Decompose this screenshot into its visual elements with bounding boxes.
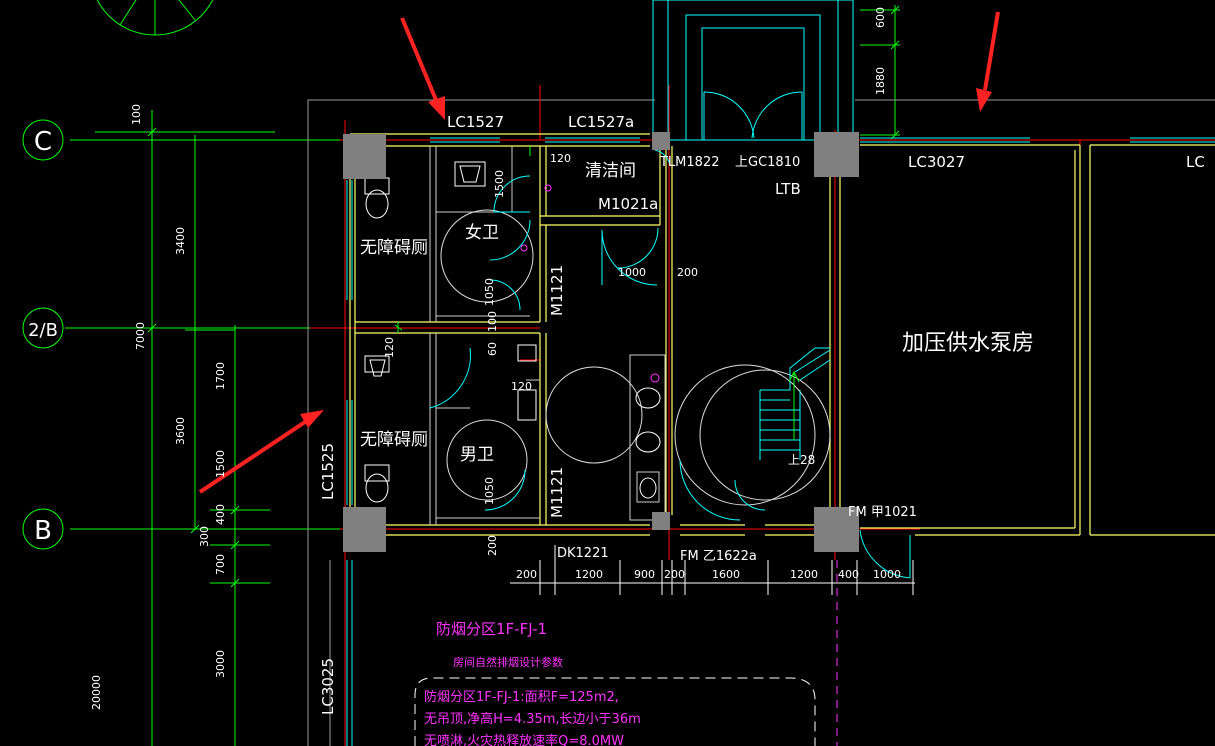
door-label-m1121-bottom: M1121 bbox=[548, 467, 566, 518]
smoke-zone-outline bbox=[414, 677, 816, 746]
room-label-pump: 加压供水泵房 bbox=[902, 331, 1034, 356]
green-markers bbox=[394, 146, 531, 333]
room-label-men-wc: 男卫 bbox=[460, 445, 494, 465]
structural-columns bbox=[343, 132, 859, 552]
dim-700: 700 bbox=[214, 554, 227, 575]
dim-inner-1050a: 1050 bbox=[483, 278, 496, 306]
axis-lines bbox=[65, 5, 900, 746]
axis-bubble-2b bbox=[22, 307, 64, 349]
axis-label-c: C bbox=[34, 127, 52, 157]
window-label-lc1527: LC1527 bbox=[447, 113, 504, 131]
wc-partitions bbox=[429, 146, 666, 525]
annotation-arrow-2 bbox=[976, 11, 1000, 112]
dim-7000: 7000 bbox=[134, 322, 147, 350]
dim-1700: 1700 bbox=[214, 362, 227, 390]
dim-bottom-1600: 1600 bbox=[712, 568, 740, 581]
dim-inner-60: 60 bbox=[486, 342, 499, 356]
dim-600: 600 bbox=[874, 7, 887, 28]
window-label-lc3025: LC3025 bbox=[319, 658, 337, 715]
stair-flight bbox=[759, 347, 831, 460]
dim-inner-120a: 120 bbox=[550, 152, 571, 165]
stair-entrance-doors bbox=[703, 91, 803, 140]
room-label-accessible-wc-top: 无障碍厕 bbox=[360, 238, 428, 258]
dim-1500: 1500 bbox=[214, 450, 227, 478]
room-label-women-wc: 女卫 bbox=[465, 223, 499, 243]
window-marks bbox=[346, 137, 1215, 746]
annotation-arrow-1 bbox=[400, 17, 445, 120]
dim-bottom-200a: 200 bbox=[516, 568, 537, 581]
dim-3400: 3400 bbox=[174, 227, 187, 255]
dim-bottom-1000: 1000 bbox=[873, 568, 901, 581]
window-label-lc1527a: LC1527a bbox=[568, 113, 634, 131]
smoke-zone-subtitle: 房间自然排烟设计参数 bbox=[453, 655, 563, 669]
smoke-zone-title: 防烟分区1F-FJ-1 bbox=[436, 620, 547, 638]
toilet-fixtures bbox=[364, 161, 661, 503]
dim-inner-1500: 1500 bbox=[493, 170, 506, 198]
door-label-fm-yi1622a: FM 乙1622a bbox=[680, 549, 757, 564]
bottom-dimension-line bbox=[510, 545, 915, 595]
dim-100: 100 bbox=[130, 104, 143, 125]
red-center-lines bbox=[310, 85, 1215, 746]
dim-inner-200b: 200 bbox=[486, 535, 499, 556]
axis-label-b: B bbox=[34, 516, 52, 546]
walls bbox=[349, 133, 1215, 536]
smoke-zone-line-3: 无喷淋,火灾热释放速率Q=8.0MW bbox=[424, 733, 624, 746]
axis-bubble-b bbox=[22, 508, 64, 550]
window-label-lc-partial: LC bbox=[1186, 153, 1205, 171]
smoke-zone-line-1: 防烟分区1F-FJ-1:面积F=125m2, bbox=[424, 689, 619, 705]
room-label-ltb: LTB bbox=[775, 180, 801, 198]
dim-bottom-900: 900 bbox=[634, 568, 655, 581]
dim-20000: 20000 bbox=[90, 675, 103, 710]
annotation-arrow-3 bbox=[198, 410, 324, 494]
dim-3600: 3600 bbox=[174, 417, 187, 445]
door-label-tlm1822: TLM1822 bbox=[659, 155, 719, 170]
window-label-lc1525: LC1525 bbox=[319, 443, 337, 500]
outline-grey bbox=[307, 99, 1215, 746]
stair-top-frame bbox=[652, 0, 854, 141]
smoke-zone-line-2: 无吊顶,净高H=4.35m,长边小于36m bbox=[424, 711, 641, 727]
dim-inner-120c: 120 bbox=[511, 380, 532, 393]
magenta-markers bbox=[520, 184, 660, 383]
axis-label-2b: 2/B bbox=[28, 320, 58, 341]
dim-bottom-200b: 200 bbox=[664, 568, 685, 581]
window-label-lc3027: LC3027 bbox=[908, 153, 965, 171]
dim-inner-1000: 1000 bbox=[618, 266, 646, 279]
dim-400: 400 bbox=[214, 504, 227, 525]
door-label-fm-jia1021: FM 甲1021 bbox=[848, 505, 917, 520]
dim-300: 300 bbox=[198, 526, 211, 547]
dim-inner-1050b: 1050 bbox=[483, 477, 496, 505]
room-label-up-28: 上28 bbox=[788, 453, 815, 467]
axis-bubble-c bbox=[22, 119, 64, 161]
dim-bottom-1200a: 1200 bbox=[575, 568, 603, 581]
dim-inner-200a: 200 bbox=[677, 266, 698, 279]
door-swings bbox=[429, 149, 911, 579]
door-label-dk1221: DK1221 bbox=[557, 546, 609, 561]
room-label-up-gc1810: 上GC1810 bbox=[735, 155, 800, 170]
stair-arrow bbox=[788, 370, 800, 440]
room-label-accessible-wc-bottom: 无障碍厕 bbox=[360, 430, 428, 450]
room-label-cleaning: 清洁间 bbox=[585, 161, 636, 181]
door-label-m1021a: M1021a bbox=[598, 195, 658, 213]
dim-bottom-1200b: 1200 bbox=[790, 568, 818, 581]
door-label-m1121-top: M1121 bbox=[548, 265, 566, 316]
dim-inner-100: 100 bbox=[486, 311, 499, 332]
dim-bottom-400: 400 bbox=[838, 568, 859, 581]
dim-inner-120b: 120 bbox=[383, 337, 396, 358]
dim-3000: 3000 bbox=[214, 650, 227, 678]
turning-circles bbox=[440, 209, 831, 506]
tree-symbol bbox=[96, 0, 214, 36]
dim-1880: 1880 bbox=[874, 67, 887, 95]
